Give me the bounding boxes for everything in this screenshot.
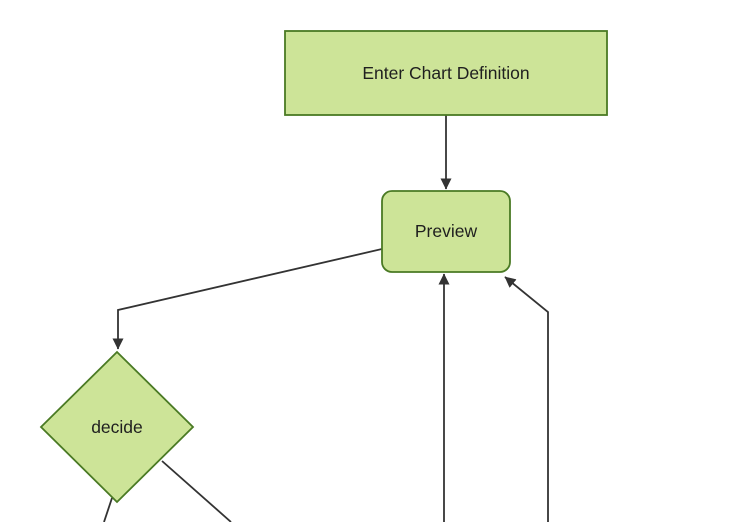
diamond-shape [39,350,195,504]
node-label: decide [91,417,143,437]
edge-decide-down-right [161,460,232,522]
node-preview: Preview [381,190,511,273]
rounded-rectangle-shape [381,190,511,273]
node-decide: decide [39,350,195,504]
rectangle-shape [284,30,608,116]
node-label: Enter Chart Definition [362,63,529,83]
edge-layer [103,115,549,522]
node-enter-chart-definition: Enter Chart Definition [284,30,608,116]
edge-bottom-right-to-preview [504,276,549,522]
edge-decide-down-left [103,497,113,522]
edge-preview-to-decide [112,248,383,350]
node-label: Preview [415,221,478,241]
